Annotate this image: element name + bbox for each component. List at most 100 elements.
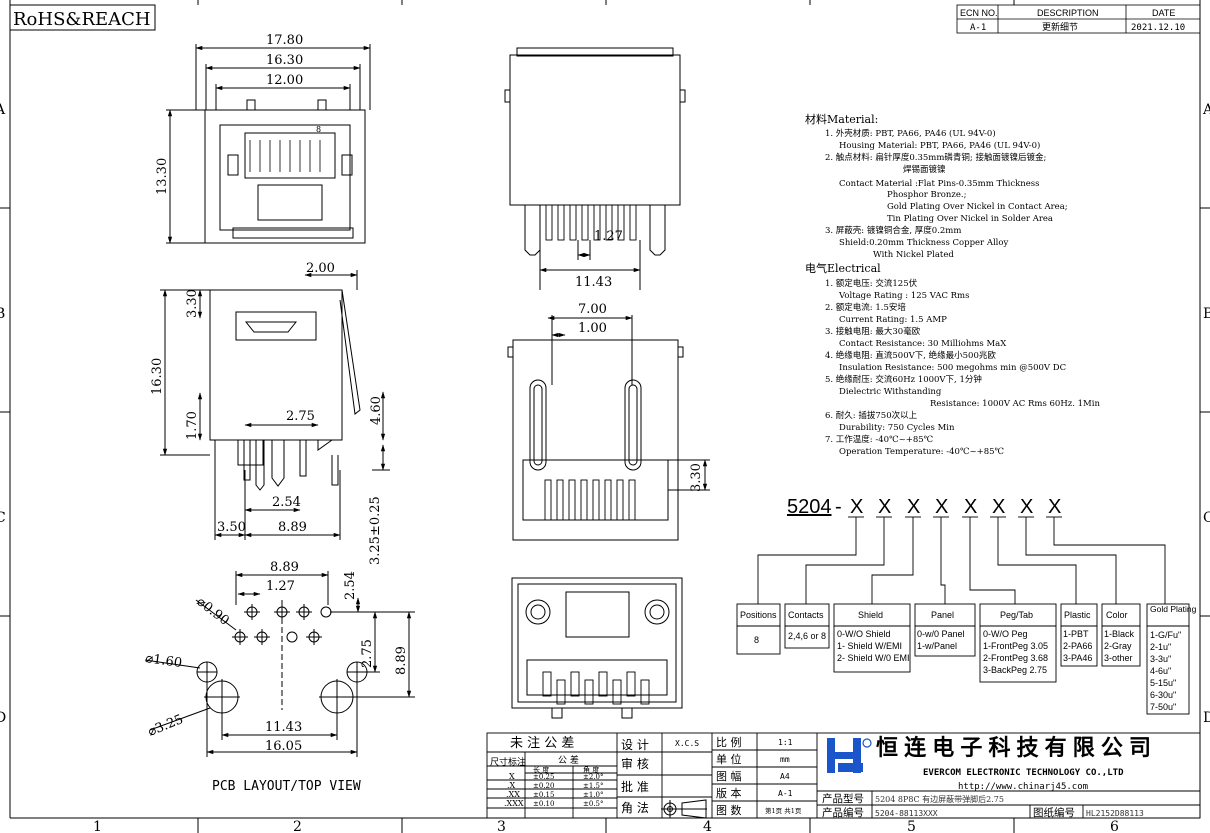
dim-11-43-pcb: 11.43 [265,720,302,735]
tol-r3-c2: ±0.15 [533,791,554,799]
option-gold-0: 1-G/Fu" [1150,630,1181,640]
front-view [166,44,371,244]
part-code: 5204 - X X X X X X X X [787,496,1061,518]
option-gold-1: 2-1u" [1150,642,1171,652]
tolerance-col-angle: 角 度 [583,765,599,774]
dim-3-50: 3.50 [217,520,246,535]
spec-electrical-title: 电气Electrical [805,261,881,275]
dim-7-00: 7.00 [578,302,607,317]
option-panel-0: 0-w/0 Panel [917,629,965,639]
dim-dia-0-90: ⌀0.90 [194,594,232,628]
spec-e5e2: Resistance: 1000V AC Rms 60Hz. 1Min [930,399,1100,409]
design-value: X.C.S [675,739,699,748]
zone-row-d-left: D [0,710,6,726]
revision-header-description: DESCRIPTION [1037,8,1099,18]
spec-e3e: Contact Resistance: 30 Milliohms MaX [839,339,1007,349]
spec-e7: 7. 工作温度: -40℃~+85℃ [825,434,933,445]
dim-8-89-pcb: 8.89 [270,560,299,575]
revision-description-value: 更新细节 [1042,21,1078,32]
company-text: 恒 连 电 子 科 技 有 限 公 司 EVERCOM ELECTRONIC T… [822,735,1151,819]
option-peg-2: 2-FrontPeg 3.68 [983,653,1048,663]
model-value: 5204 8P8C 有边屏蔽带弹脚后2.75 [875,794,1004,804]
tolerance-title: 未 注 公 差 [510,736,574,751]
drawing-number-value: HL2152D88113 [1086,809,1144,818]
option-gold-5: 6-30u" [1150,690,1176,700]
size-value: A4 [780,772,790,781]
dim-1-00: 1.00 [578,321,607,336]
part-code-slot-4: X [935,496,948,518]
revision-text: ECN NO. DESCRIPTION DATE A-1 更新细节 2021.1… [960,8,1185,33]
option-peg-0: 0-W/O Peg [983,629,1028,639]
title-block-grid [486,732,1201,819]
dim-2-54-side: 2.54 [272,495,301,510]
spec-m3e1: Shield:0.20mm Thickness Copper Alloy [839,238,1009,248]
dim-dia-1-60: ⌀1.60 [144,651,183,671]
check-label: 审 核 [621,756,649,771]
dim-2-54-pcb: 2.54 [343,571,358,600]
option-contacts-value: 2,4,6 or 8 [788,631,826,641]
option-gold-4: 5-15u" [1150,678,1176,688]
tolerance-col-length: 长 度 [533,765,549,774]
dim-17-80: 17.80 [266,33,303,48]
dim-2-75-side: 2.75 [286,409,315,424]
part-code-leaders [757,516,1166,604]
part-code-slot-8: X [1048,496,1061,518]
dim-1-70: 1.70 [185,411,200,440]
option-boxes [736,603,1190,715]
dim-4-60: 4.60 [369,396,384,425]
version-value: A-1 [778,789,793,798]
dim-1-27-pcb: 1.27 [266,579,295,594]
tol-r4-c3: ±0.5° [583,800,604,808]
dim-3-25: 3.25±0.25 [368,496,383,565]
part-code-base: 5204 [787,496,832,518]
zone-row-c-right: C [1203,510,1210,526]
design-label: 设 计 [621,738,649,752]
option-shield-0: 0-W/O Shield [837,629,891,639]
option-plastic-2: 3-PA46 [1063,653,1092,663]
tol-r2-c2: ±0.20 [533,782,554,790]
scale-label: 比 例 [716,735,742,749]
front-view-dims: 17.80 16.30 12.00 13.30 8 [155,33,321,195]
tol-r4-c2: ±0.10 [533,800,554,808]
tolerance-subhead: 公 差 [558,754,579,766]
part-code-slot-3: X [907,496,920,518]
zone-row-a-left: A [0,102,6,118]
spec-e6e: Durability: 750 Cycles Min [839,423,955,433]
option-color-0: 1-Black [1104,629,1135,639]
option-color-2: 3-other [1104,653,1133,663]
option-color-1: 2-Gray [1104,641,1132,651]
spec-e3: 3. 接触电阻: 最大30毫欧 [825,326,921,337]
spec-e4: 4. 绝缘电阻: 直流500V下, 绝缘最小500兆欧 [825,350,996,361]
spec-m2: 2. 触点材料: 扁针厚度0.35mm磷青铜; 接触面镀镍后镀金; [825,152,1046,163]
spec-e1e: Voltage Rating : 125 VAC Rms [838,291,969,301]
dim-8-89-side: 8.89 [278,520,307,535]
tol-r3-c3: ±1.0° [583,791,604,799]
dim-12-00: 12.00 [266,73,303,88]
dim-3-30-side: 3.30 [185,289,200,318]
pcb-layout-caption: PCB LAYOUT/TOP VIEW [212,779,361,794]
tol-r2-c3: ±1.5° [583,782,604,790]
zone-col-3: 3 [497,819,506,833]
spec-e4e: Insulation Resistance: 500 megohms min @… [839,363,1066,373]
option-panel-1: 1-w/Panel [917,641,957,651]
model-label: 产品型号 [822,792,864,805]
spec-m2e3: Gold Plating Over Nickel in Contact Area… [887,202,1068,212]
option-plastic-label: Plastic [1064,610,1091,620]
zone-row-c-left: C [0,510,6,526]
rohs-badge-text: RoHS&REACH [13,9,151,30]
dim-16-30-side: 16.30 [150,358,165,395]
revision-header-ecn: ECN NO. [960,8,998,18]
zone-labels: 1 2 3 4 5 6 A B C D A B C D [0,102,1210,833]
option-color-label: Color [1106,610,1128,620]
part-code-separator: - [835,496,842,518]
spec-m1: 1. 外壳材质: PBT, PA66, PA46 (UL 94V-0) [825,128,996,139]
rohs-badge: RoHS&REACH [9,4,156,31]
part-code-slot-1: X [850,496,863,518]
code-value: 5204-88113XXX [875,809,938,818]
pcb-layout [144,571,415,757]
spec-m2e2: Phosphor Bronze.; [887,190,966,200]
side-view [160,270,390,540]
projection-symbol [661,799,707,819]
rear-view [507,315,710,541]
dim-3-30-rear: 3.30 [689,463,704,492]
